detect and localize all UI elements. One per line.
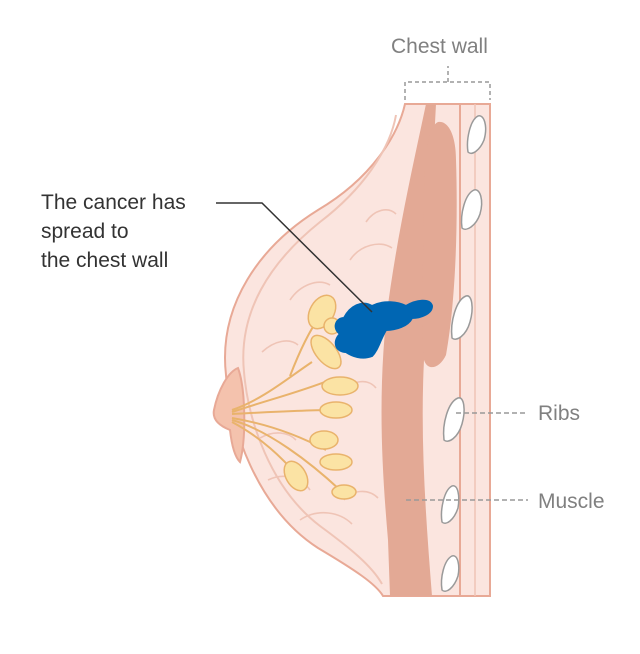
- cancer-leader-line: [216, 202, 373, 313]
- tumour: [334, 299, 434, 359]
- cancer-label-line-1: The cancer has: [41, 191, 186, 214]
- cancer-spread-label: The cancer has spread to the chest wall: [41, 188, 186, 275]
- cancer-label-line-2: spread to: [41, 220, 129, 243]
- lobules: [283, 294, 359, 500]
- muscle-label: Muscle: [538, 490, 605, 513]
- chest-wall-bracket: [404, 66, 491, 100]
- chest-wall-label: Chest wall: [391, 35, 488, 58]
- rib-3: [450, 295, 473, 340]
- nipple: [212, 366, 246, 464]
- ribs: [440, 115, 487, 592]
- fat-compartments: [259, 209, 397, 525]
- ribs-label: Ribs: [538, 402, 581, 425]
- pectoral-muscle-outer: [381, 104, 436, 596]
- rib-6: [440, 555, 460, 592]
- rib-2: [460, 189, 483, 230]
- rib-5: [440, 485, 460, 524]
- milk-ducts: [231, 315, 341, 491]
- rib-4: [442, 397, 465, 442]
- rib-1: [466, 115, 487, 154]
- inner-tissue-line: [242, 114, 397, 585]
- cancer-label-line-3: the chest wall: [41, 249, 169, 272]
